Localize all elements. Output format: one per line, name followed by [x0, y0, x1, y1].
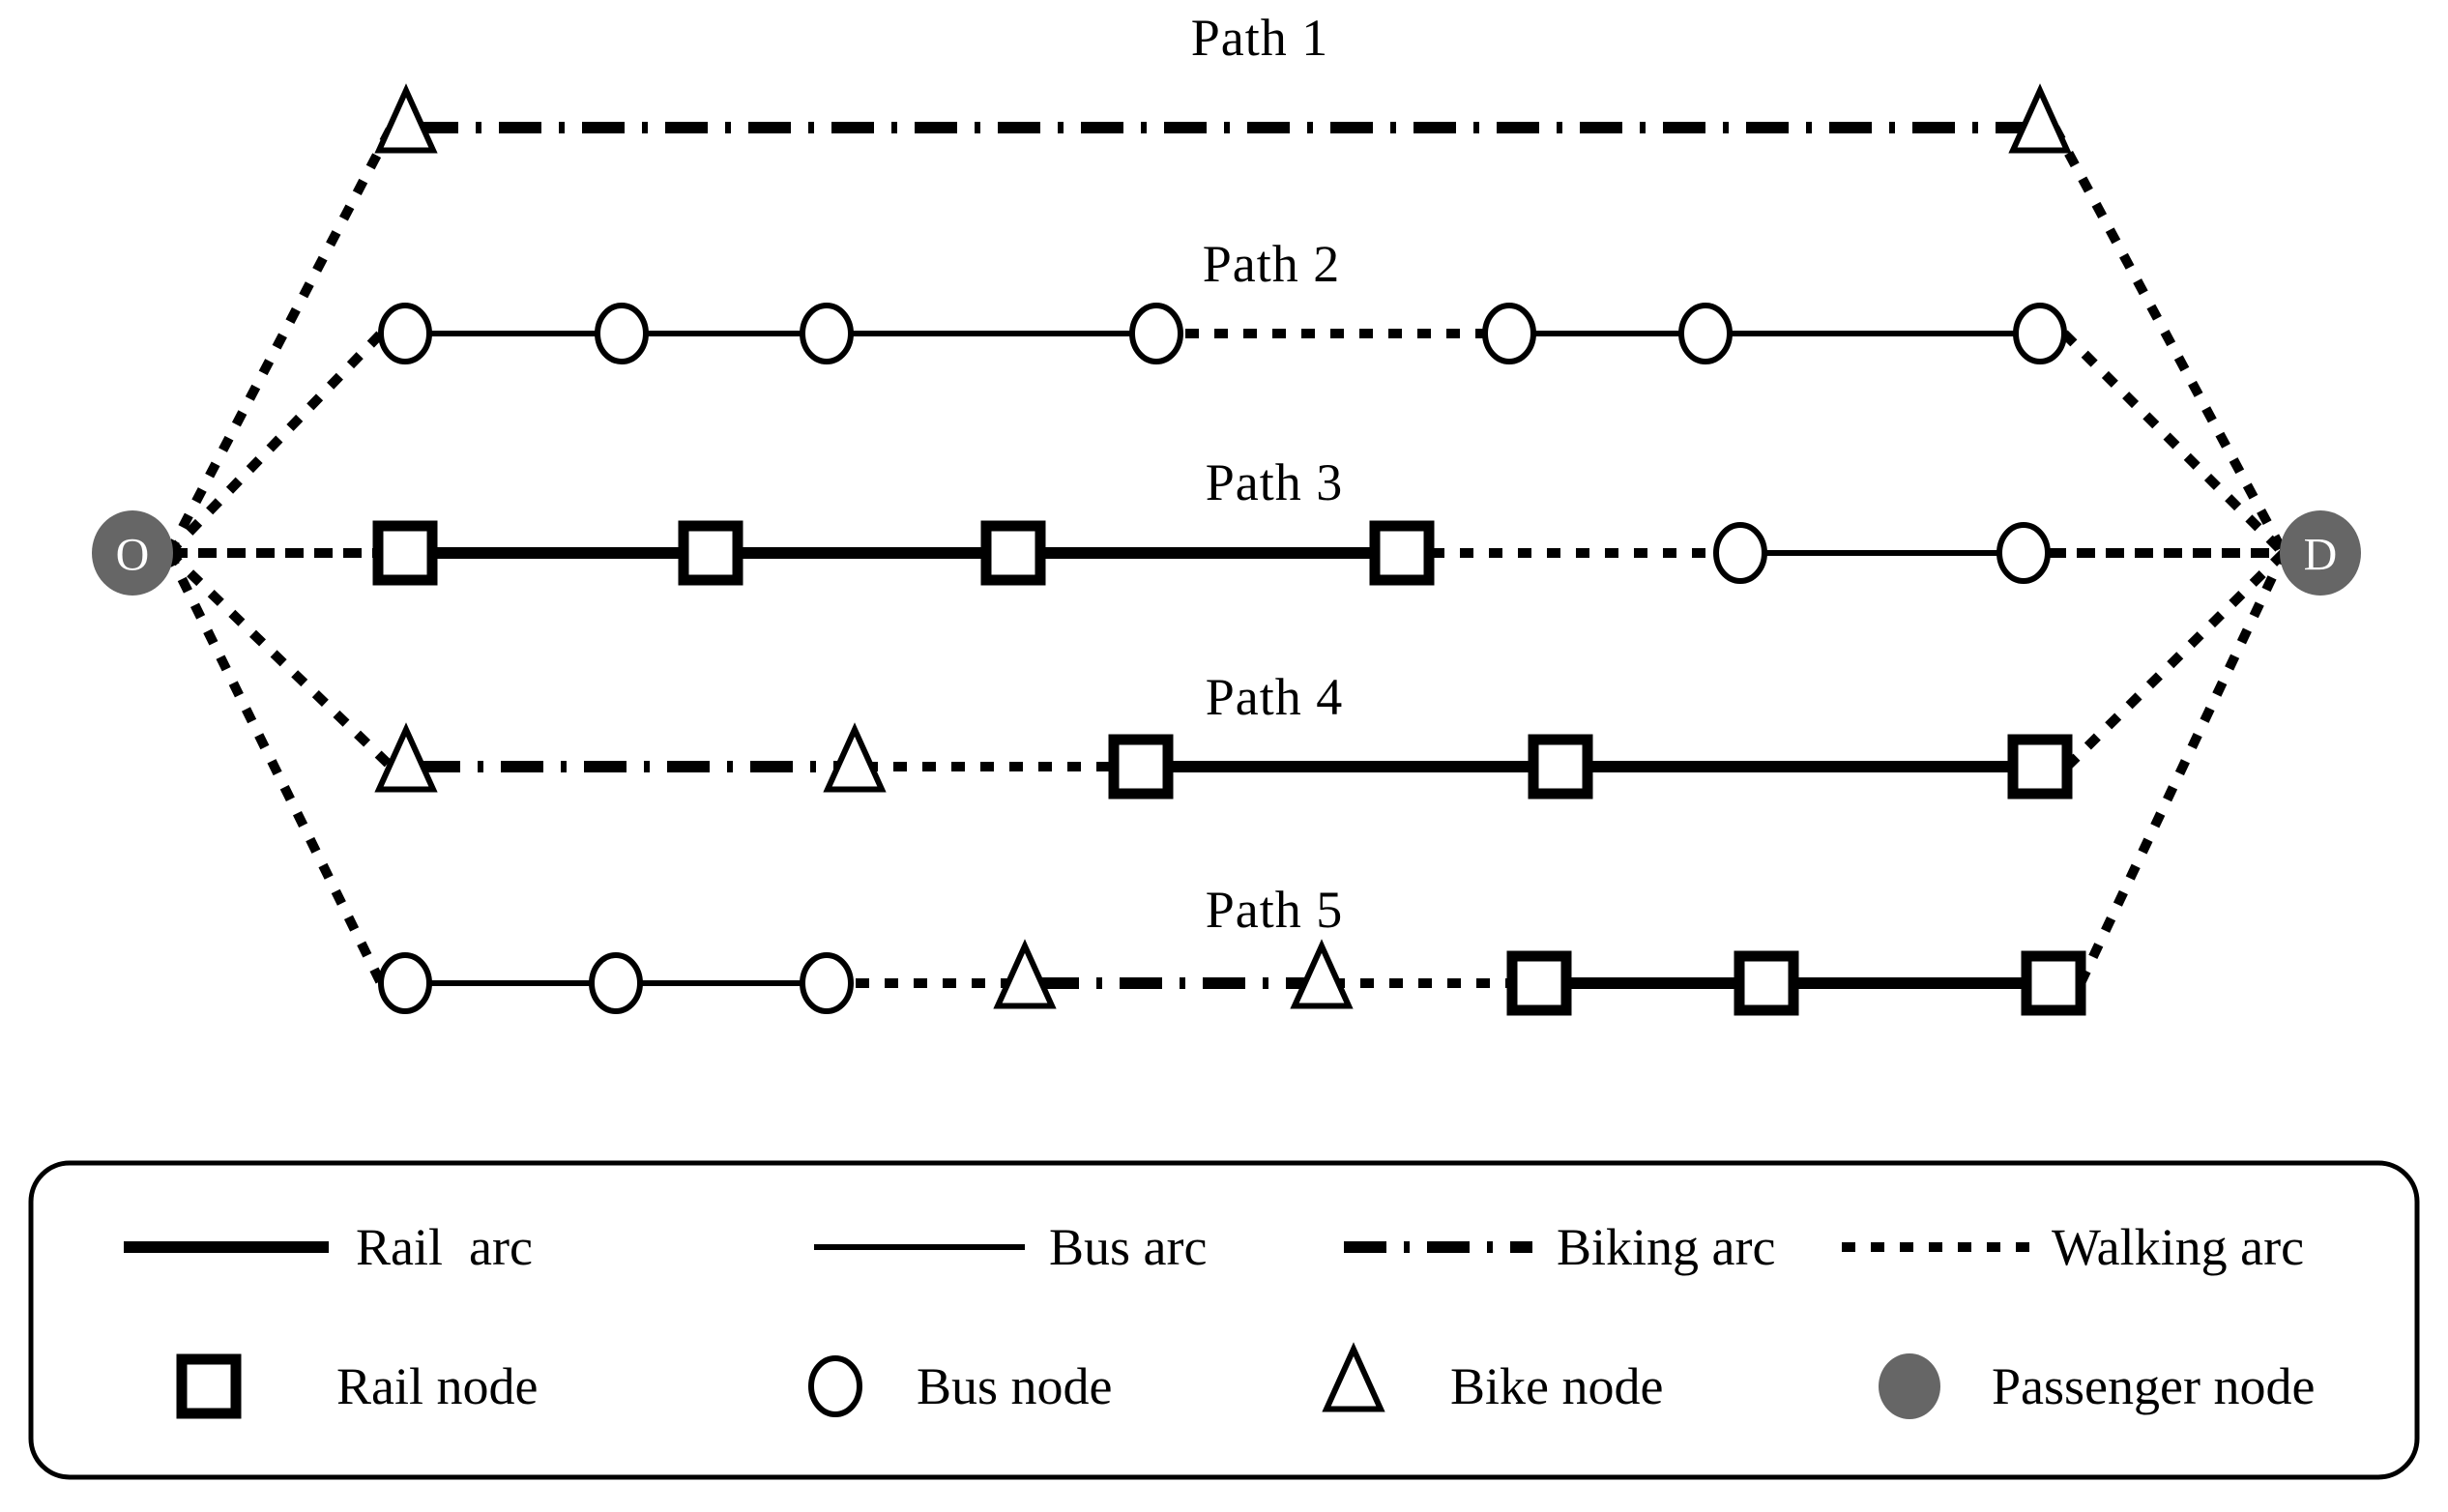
legend-bus-arc-label: Bus arc: [1049, 1218, 1208, 1276]
walking-connector-dest-path2: [2060, 330, 2288, 557]
rail-node: [980, 520, 1046, 586]
rail-node: [372, 520, 438, 586]
walking-connector-origin-path1: [164, 125, 396, 556]
bus-node: [378, 303, 432, 364]
path-group-4: [165, 549, 2288, 800]
rail-node: [678, 520, 743, 586]
walking-connector-origin-path4: [165, 549, 395, 771]
bus-node: [1129, 303, 1183, 364]
walking-connector-origin-path5: [164, 550, 386, 986]
legend-walking-arc-label: Walking arc: [2052, 1218, 2305, 1276]
walking-connector-dest-path1: [2050, 125, 2288, 556]
legend-group: [28, 1160, 2420, 1480]
legend-bus-node-icon: [808, 1355, 862, 1417]
rail-node: [2021, 950, 2086, 1016]
legend-bike-node-label: Bike node: [1450, 1357, 1664, 1415]
path-group-3: [169, 520, 2284, 586]
legend-biking-arc-label: Biking arc: [1557, 1218, 1776, 1276]
bike-node: [374, 83, 438, 154]
bus-node: [1713, 522, 1767, 584]
path-label-2: Path 2: [1202, 235, 1341, 293]
bus-node: [589, 952, 643, 1014]
rail-node: [1734, 950, 1799, 1016]
bus-node: [1678, 303, 1733, 364]
path-label-5: Path 5: [1205, 881, 1344, 939]
bus-node: [1482, 303, 1536, 364]
walking-connector-dest-path4: [2063, 549, 2288, 771]
path-label-4: Path 4: [1205, 668, 1344, 726]
path-label-3: Path 3: [1205, 453, 1344, 511]
bus-node: [2013, 303, 2067, 364]
bus-node: [1996, 522, 2051, 584]
legend-passenger-node-label: Passenger node: [1992, 1357, 2316, 1415]
legend-bike-node-icon: [1322, 1342, 1385, 1412]
legend-rail-node-icon: [176, 1353, 242, 1419]
bike-node: [2008, 83, 2072, 154]
bus-node: [595, 303, 649, 364]
bike-node: [993, 939, 1057, 1009]
bus-node: [800, 952, 854, 1014]
legend-bus-node-label: Bus node: [917, 1357, 1113, 1415]
rail-node: [1369, 520, 1435, 586]
bus-node: [378, 952, 432, 1014]
bike-node: [374, 722, 438, 793]
path-group-1: [164, 83, 2288, 556]
bike-node: [1290, 939, 1354, 1009]
bike-node: [823, 722, 887, 793]
legend-rail-arc-label: Rail arc: [356, 1218, 533, 1276]
legend-passenger-node-icon: [1879, 1353, 1940, 1419]
path-group-2: [165, 303, 2288, 557]
origin-passenger-node: [92, 510, 173, 596]
walking-connector-dest-path5: [2076, 550, 2288, 986]
rail-node: [1528, 734, 1593, 800]
rail-node: [2007, 734, 2073, 800]
legend-rail-node-label: Rail node: [336, 1357, 539, 1415]
od-node-group: [92, 510, 2361, 596]
path-group-5: [164, 550, 2288, 1016]
rail-node: [1108, 734, 1174, 800]
path-label-1: Path 1: [1190, 9, 1329, 67]
legend-box: [28, 1160, 2420, 1480]
rail-node: [1506, 950, 1572, 1016]
destination-passenger-node: [2280, 510, 2361, 596]
walking-connector-origin-path2: [165, 330, 385, 557]
bus-node: [800, 303, 854, 364]
